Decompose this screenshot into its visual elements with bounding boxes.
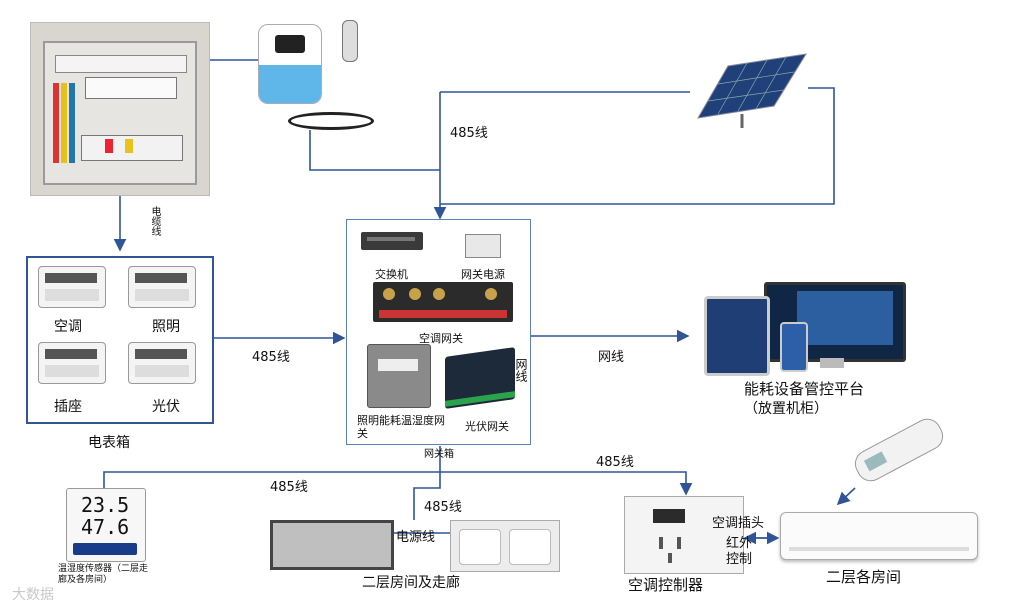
meter-socket [38,342,106,384]
led-panel-light [270,520,394,570]
room-caption: 二层房间及走廊 [362,575,460,591]
ac-controller-device [624,496,744,574]
label-power-line: 电源线 [396,530,436,545]
phone [780,322,808,372]
meter-label-ac: 空调 [54,319,82,335]
wall-switches [450,520,560,572]
meter-label-lighting: 照明 [152,319,180,335]
sensor-caption: 温湿度传感器（二层走廊及各房间） [58,564,149,585]
label-infrared-control: 红外控制 [726,536,753,567]
meter-label-pv: 光伏 [152,399,180,415]
label-ac-plug: 空调插头 [712,516,765,531]
label-485-meterbox: 485线 [252,350,290,365]
meter-label-socket: 插座 [54,399,82,415]
electrical-panel-image [30,22,210,196]
net-line-overlap-label: 网线 [514,358,528,382]
label-485-bottom-right: 485线 [596,455,634,470]
sensor-temp: 23.5 [81,493,130,517]
platform-subtitle: （放置机柜） [744,401,828,417]
ev-charger-image [258,20,378,135]
gateway-box: 交换机 网关电源 空调网关 照明能耗温湿度网关 光伏网关 网线 [346,219,531,445]
gateway-power-label: 网关电源 [461,268,505,281]
tablet [704,296,770,376]
meter-pv [128,342,196,384]
pv-gateway-label: 光伏网关 [465,420,509,433]
label-485-room: 485线 [424,500,462,515]
pv-gateway-device [445,347,515,409]
switch-label: 交换机 [375,268,408,281]
switch-device [361,232,423,250]
meter-box: 空调 照明 插座 光伏 [26,256,214,424]
platform-devices-image [704,282,906,376]
gateway-box-title: 网关箱 [424,449,454,460]
label-485-bottom-left: 485线 [270,480,308,495]
temp-humidity-sensor: 23.5 47.6 [66,488,146,562]
ac-gateway-device [373,282,513,322]
label-power-cable: 电缆线 [149,206,160,236]
ac-unit-caption: 二层各房间 [826,568,902,586]
sensor-humidity: 47.6 [81,515,130,539]
meter-lighting [128,266,196,308]
ac-controller-caption: 空调控制器 [628,576,704,594]
lighting-gateway-label: 照明能耗温湿度网关 [357,414,445,440]
meter-ac [38,266,106,308]
platform-title: 能耗设备管控平台 [744,380,865,398]
watermark: 大数据 [12,587,54,603]
ac-gateway-label: 空调网关 [419,332,463,345]
ac-indoor-unit [780,512,978,560]
gateway-power-device [465,234,501,258]
meter-box-title: 电表箱 [88,435,130,451]
label-network-line: 网线 [598,350,625,365]
label-485-top: 485线 [450,126,488,141]
lighting-gateway-device [367,344,431,408]
solar-panel-image [686,52,808,130]
